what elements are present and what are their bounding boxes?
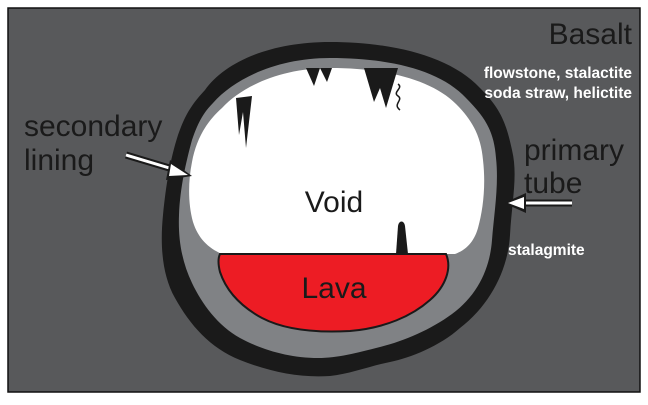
speleothems-label-line2: soda straw, helictite (484, 85, 632, 102)
stalagmite-label: stalagmite (508, 242, 585, 259)
lava-label: Lava (301, 272, 366, 305)
secondary-lining-label-line1: secondary (24, 110, 162, 143)
void-label: Void (305, 186, 363, 219)
speleothems-label-line1: flowstone, stalactite (484, 65, 633, 82)
primary-tube-label-line1: primary (524, 134, 624, 167)
secondary-lining-label-line2: lining (24, 144, 94, 177)
basalt-label: Basalt (549, 18, 633, 51)
primary-tube-label-line2: tube (524, 167, 582, 200)
